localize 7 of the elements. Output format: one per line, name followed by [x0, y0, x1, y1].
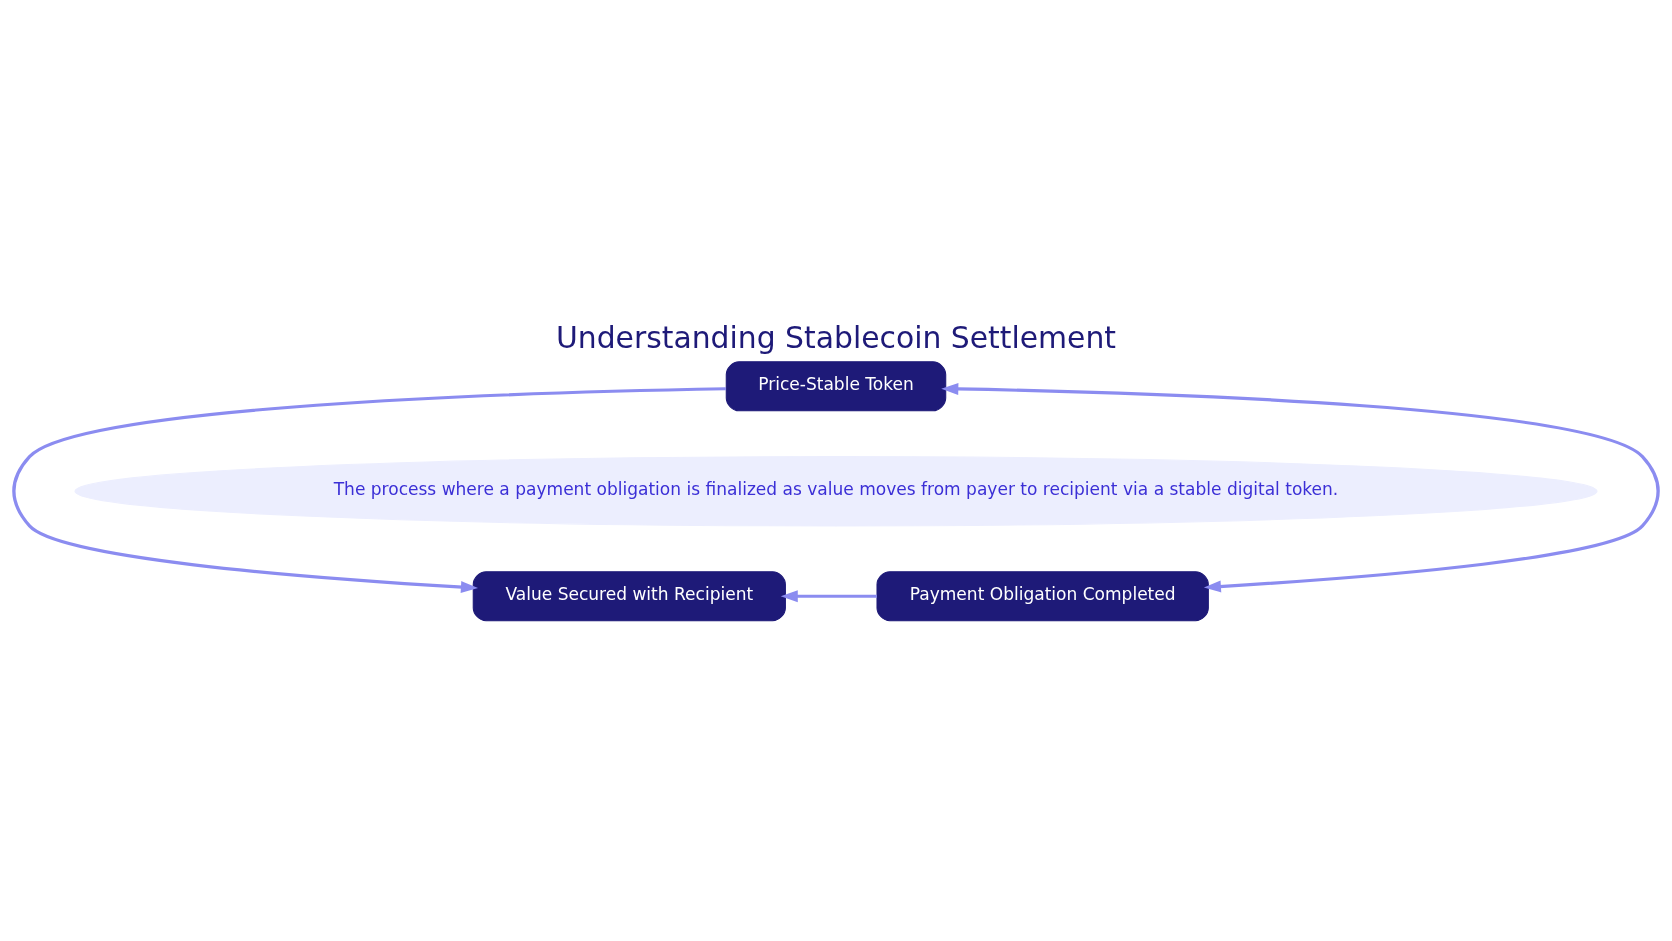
node-box: Payment Obligation Completed [876, 571, 1209, 622]
arrow [12, 387, 726, 594]
arrow [941, 382, 1660, 593]
arrow [780, 590, 877, 603]
node-box: Price-Stable Token [725, 361, 947, 412]
node-box: Value Secured with Recipient [472, 571, 786, 622]
diagram-title: Understanding Stablecoin Settlement [555, 320, 1117, 356]
